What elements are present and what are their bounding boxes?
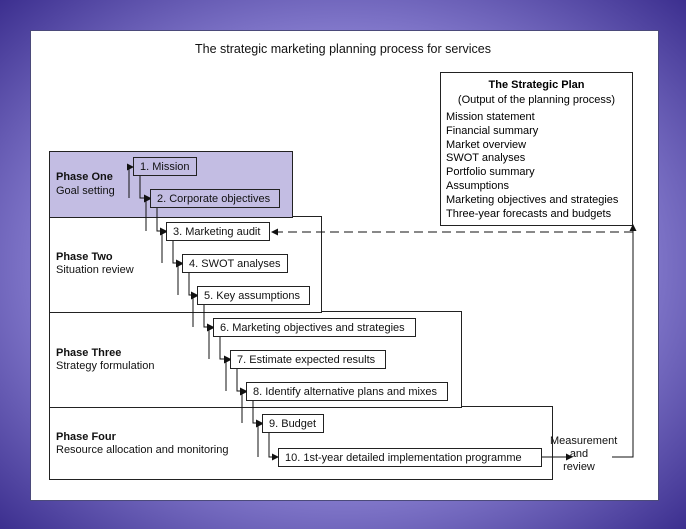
phase-three-subtitle: Strategy formulation — [56, 360, 155, 372]
step-marketing-audit: 3. Marketing audit — [166, 222, 270, 241]
diagram-title: The strategic marketing planning process… — [195, 42, 491, 56]
step-implementation-programme: 10. 1st-year detailed implementation pro… — [278, 448, 542, 467]
step-corporate-objectives: 2. Corporate objectives — [150, 189, 280, 208]
step-alternative-plans: 8. Identify alternative plans and mixes — [246, 382, 448, 401]
phase-one-title: Phase One — [56, 171, 113, 183]
plan-item: Market overview — [446, 138, 527, 151]
plan-item: Assumptions — [446, 179, 509, 192]
measurement-line: Measurement — [550, 435, 618, 447]
phase-three-title: Phase Three — [56, 347, 122, 359]
plan-item: Portfolio summary — [446, 166, 535, 179]
step-marketing-objectives: 6. Marketing objectives and strategies — [213, 318, 416, 337]
step-mission: 1. Mission — [133, 157, 197, 176]
phase-two-subtitle: Situation review — [56, 264, 134, 276]
step-connectors — [127, 163, 279, 461]
step-estimate-results: 7. Estimate expected results — [230, 350, 386, 369]
phase-four-title: Phase Four — [56, 431, 116, 443]
plan-item: SWOT analyses — [446, 152, 526, 165]
strategic-plan-list: Mission statement Financial summary Mark… — [446, 111, 618, 221]
strategic-plan-subtitle: (Output of the planning process) — [457, 94, 616, 106]
measurement-review-label: Measurement and review — [550, 435, 618, 474]
strategic-plan-title: The Strategic Plan — [488, 79, 585, 91]
plan-item: Three-year forecasts and budgets — [446, 207, 612, 220]
phase-two-title: Phase Two — [56, 251, 113, 263]
feedback-connectors — [271, 224, 637, 461]
phase-one-subtitle: Goal setting — [56, 185, 115, 197]
phase-four-subtitle: Resource allocation and monitoring — [56, 444, 229, 456]
plan-item: Financial summary — [446, 124, 539, 137]
strategic-plan-box: The Strategic Plan (Output of the planni… — [440, 72, 633, 226]
measurement-line: review — [563, 461, 595, 473]
step-swot-analyses: 4. SWOT analyses — [182, 254, 288, 273]
step-budget: 9. Budget — [262, 414, 324, 433]
plan-item: Mission statement — [446, 111, 535, 123]
plan-item: Marketing objectives and strategies — [446, 193, 619, 206]
measurement-line: and — [569, 448, 589, 460]
